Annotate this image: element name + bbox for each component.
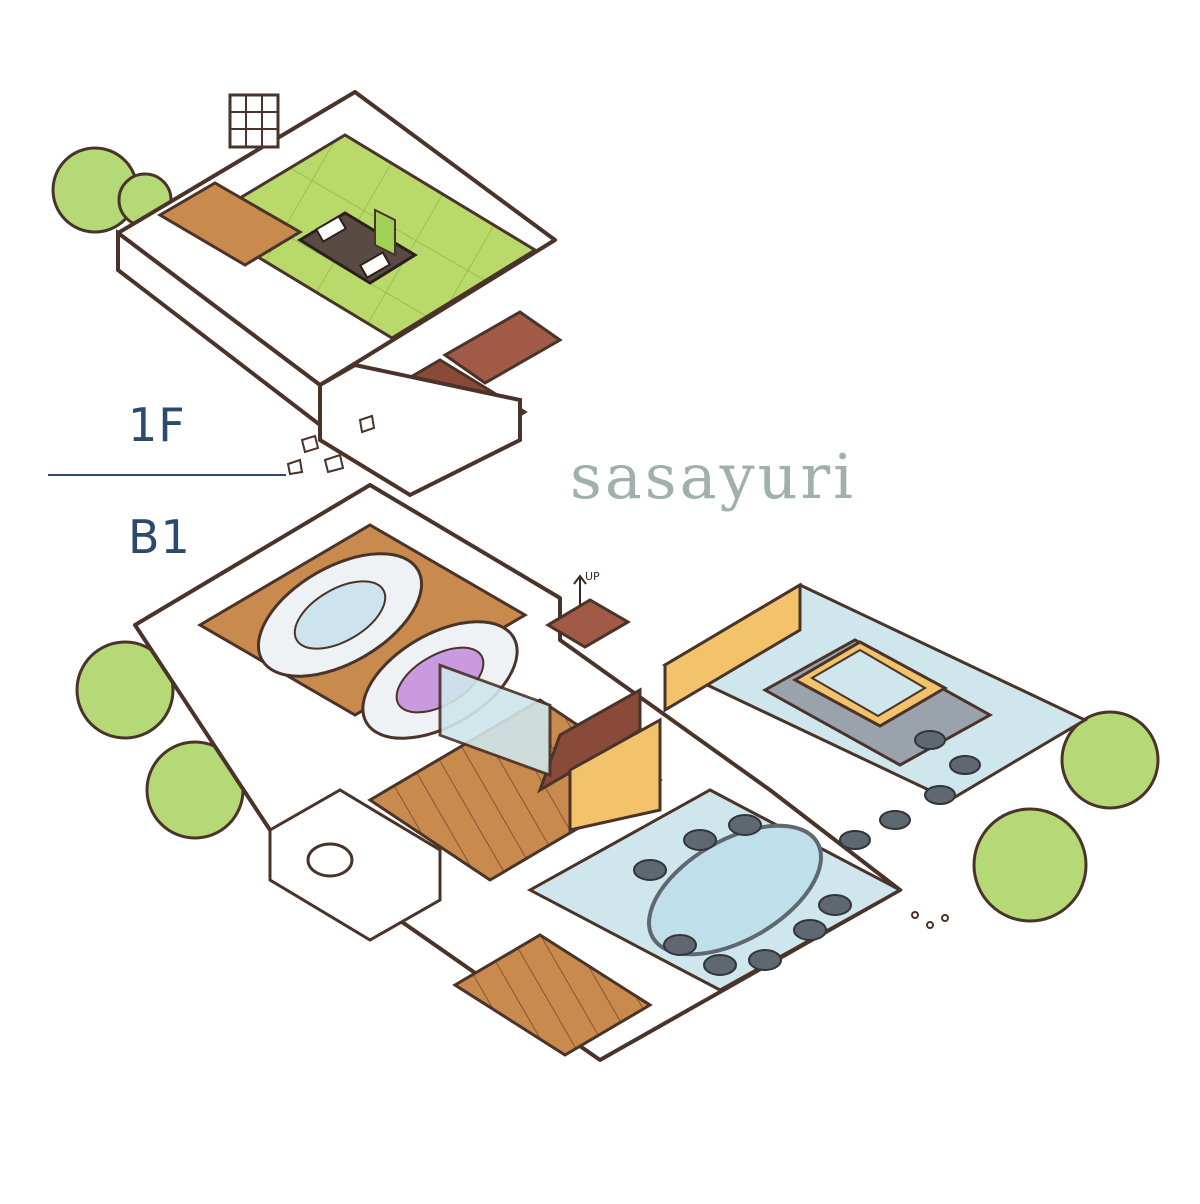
indoor-rock-bath <box>526 788 904 992</box>
futon-white <box>256 552 424 678</box>
up-arrow-icon <box>573 574 587 605</box>
floor-label-b1: B1 <box>128 510 191 564</box>
low-table <box>297 208 418 285</box>
floor-b1-block <box>133 483 904 1062</box>
stair-up-label: UP <box>585 570 600 583</box>
tree-right <box>972 710 1160 923</box>
pebbles-b1 <box>911 911 949 929</box>
brand-wordmark: sasayuri <box>570 440 856 513</box>
outdoor-bath-area <box>661 582 1089 850</box>
floor-label-1f: 1F <box>128 398 186 452</box>
stepping-stones-1f <box>286 414 376 476</box>
staircase-b1 <box>537 598 662 832</box>
toilet-icon <box>306 842 354 878</box>
floor-divider-line <box>48 474 286 476</box>
floor-1f-block <box>116 90 563 498</box>
